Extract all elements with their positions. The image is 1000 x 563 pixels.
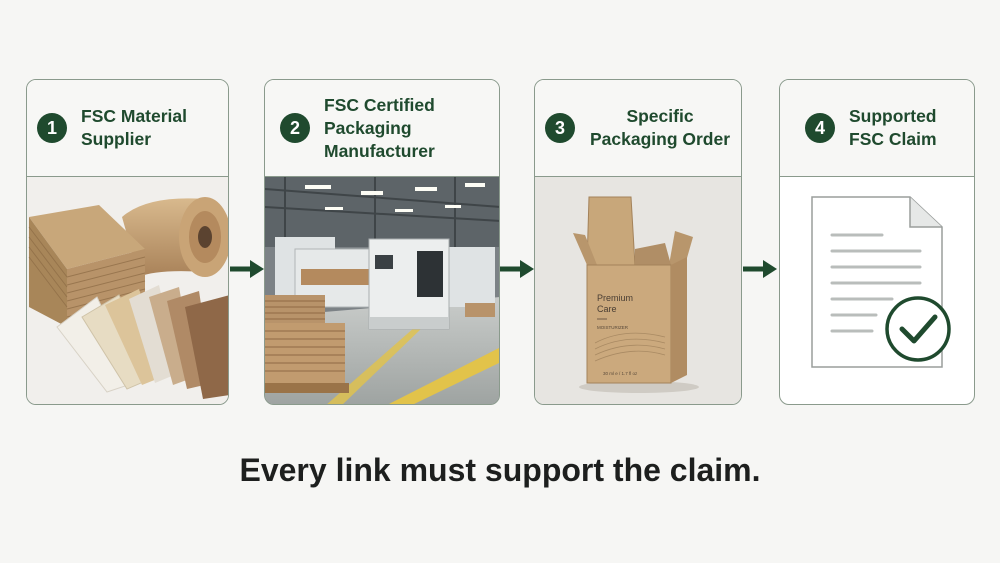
step-number-badge: 1: [37, 113, 67, 143]
box-brand-line1: Premium: [597, 293, 633, 303]
factory-illustration: [265, 177, 499, 404]
step-card-2: 2 FSC Certified Packaging Manufacturer: [264, 79, 500, 405]
kraft-box-image: Premium Care MOISTURIZER 30 ml e / 1.7 f…: [573, 196, 699, 393]
step-card-3: 3 Specific Packaging Order Premium Care …: [534, 79, 742, 405]
step-header-2: 2 FSC Certified Packaging Manufacturer: [265, 80, 499, 177]
paper-materials-image: [27, 177, 228, 404]
step-number-badge: 2: [280, 113, 310, 143]
step-number-badge: 3: [545, 113, 575, 143]
diagram-caption: Every link must support the claim.: [239, 452, 761, 488]
arrow-right-icon: [230, 260, 264, 278]
packaging-box-illustration: Premium Care MOISTURIZER 30 ml e / 1.7 f…: [535, 177, 741, 404]
step-header-4: 4 Supported FSC Claim: [780, 80, 974, 177]
packaging-factory-image: [265, 177, 499, 404]
step-number-badge: 4: [805, 113, 835, 143]
step-header-3: 3 Specific Packaging Order: [535, 80, 741, 177]
step-header-1: 1 FSC Material Supplier: [27, 80, 228, 177]
step-card-4: 4 Supported FSC Claim: [779, 79, 975, 405]
box-volume: 30 ml e / 1.7 fl oz: [603, 371, 638, 376]
step-title: Specific Packaging Order: [589, 106, 731, 149]
box-product-type: MOISTURIZER: [597, 325, 629, 330]
claim-document-illustration: [780, 177, 974, 404]
arrow-right-icon: [500, 260, 534, 278]
step-title: FSC Material Supplier: [81, 106, 187, 149]
step-card-1: 1 FSC Material Supplier: [26, 79, 229, 405]
box-brand-line2: Care: [597, 304, 617, 314]
step-title: Supported FSC Claim: [849, 106, 937, 149]
document-check-icon: [811, 196, 951, 368]
arrow-right-icon: [743, 260, 777, 278]
step-title: FSC Certified Packaging Manufacturer: [324, 94, 435, 161]
material-supplier-illustration: [27, 177, 228, 404]
